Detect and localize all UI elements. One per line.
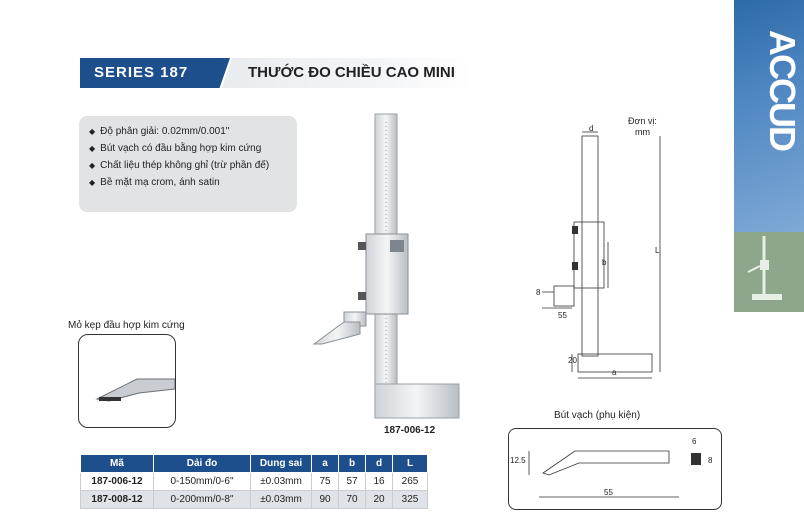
cell: 325 <box>392 490 428 509</box>
scriber-drawing-box <box>508 428 722 510</box>
feature-item: ◆Độ phân giải: 0.02mm/0.001" <box>89 126 230 137</box>
dim-8-label: 8 <box>536 288 541 297</box>
cell: 70 <box>338 490 366 509</box>
dim-L-label: L <box>655 246 660 255</box>
carbide-jaw-icon <box>95 378 176 402</box>
cell: 265 <box>392 472 428 491</box>
title-band <box>222 58 472 88</box>
features-box: ◆Độ phân giải: 0.02mm/0.001" ◆Bút vạch c… <box>79 116 297 212</box>
cell: 187-006-12 <box>80 472 154 491</box>
cell: ±0.03mm <box>250 472 312 491</box>
cell: 16 <box>365 472 393 491</box>
cell: ±0.03mm <box>250 490 312 509</box>
col-code: Mã <box>80 454 154 473</box>
col-a: a <box>311 454 339 473</box>
feature-item: ◆Chất liệu thép không ghỉ (trừ phần đế) <box>89 160 270 171</box>
table-header-row: Mã Dải đo Dung sai a b d L <box>80 454 428 473</box>
brand-banner <box>734 0 804 232</box>
dim-20-label: 20 <box>568 356 577 365</box>
dim-d-label: d <box>589 124 594 133</box>
feature-item: ◆Bút vạch có đầu bằng hợp kim cứng <box>89 143 262 154</box>
dim-6-label: 6 <box>692 437 697 446</box>
col-tolerance: Dung sai <box>250 454 312 473</box>
cell: 0-200mm/0-8" <box>153 490 251 509</box>
brand-logo: ACCUD <box>762 30 803 150</box>
cell: 187-008-12 <box>80 490 154 509</box>
col-d: d <box>365 454 393 473</box>
banner-product-thumbnail <box>734 232 804 312</box>
table-row: 187-008-12 0-200mm/0-8" ±0.03mm 90 70 20… <box>80 490 428 509</box>
height-gauge-thumbnail-icon <box>747 236 782 300</box>
cell: 57 <box>338 472 366 491</box>
dim-8-scriber-label: 8 <box>708 456 713 465</box>
dim-55-scriber-label: 55 <box>604 488 613 497</box>
col-L: L <box>392 454 428 473</box>
height-gauge-photo <box>312 113 460 419</box>
cell: 20 <box>365 490 393 509</box>
unit-label: Đơn vị: mm <box>628 116 657 137</box>
feature-item: ◆Bề mặt mạ crom, ánh satin <box>89 177 220 188</box>
dim-b-label: b <box>602 258 607 267</box>
product-code: 187-006-12 <box>384 425 436 436</box>
scriber-icon <box>528 450 701 498</box>
spec-table: Mã Dải đo Dung sai a b d L 187-006-12 0-… <box>80 454 428 509</box>
col-range: Dải đo <box>153 454 251 473</box>
inset-label: Mỏ kẹp đầu hợp kim cứng <box>68 320 185 331</box>
dim-12-5-label: 12.5 <box>510 456 526 465</box>
col-b: b <box>338 454 366 473</box>
dim-55-label: 55 <box>558 311 567 320</box>
cell: 75 <box>311 472 339 491</box>
dim-a-label: a <box>612 368 617 377</box>
cell: 90 <box>311 490 339 509</box>
scriber-label: Bút vạch (phụ kiện) <box>554 410 641 421</box>
page-title: THƯỚC ĐO CHIỀU CAO MINI <box>248 64 455 81</box>
technical-drawing <box>542 131 661 379</box>
cell: 0-150mm/0-6" <box>153 472 251 491</box>
table-row: 187-006-12 0-150mm/0-6" ±0.03mm 75 57 16… <box>80 472 428 491</box>
carbide-jaw-inset <box>78 334 176 428</box>
series-badge: SERIES 187 <box>80 58 230 88</box>
